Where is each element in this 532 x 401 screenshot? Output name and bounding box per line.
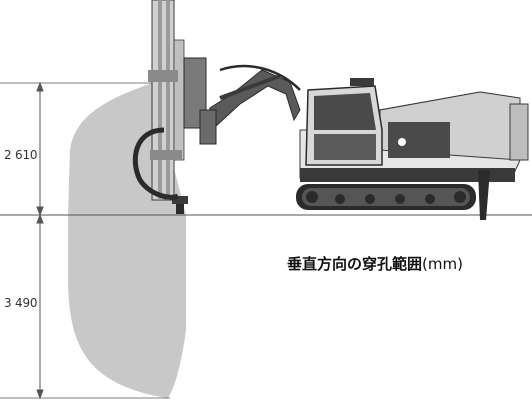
caption-text: 垂直方向の穿孔範囲 [287, 255, 423, 273]
rear-jack [478, 170, 490, 220]
mast-hose [132, 127, 180, 200]
upper-dimension-label: 2 610 [4, 148, 38, 162]
diagram-caption: 垂直方向の穿孔範囲(mm) [287, 253, 463, 274]
caption-unit: (mm) [422, 255, 463, 273]
lower-dimension-line [36, 213, 44, 400]
lower-dimension-label: 3 490 [4, 296, 38, 310]
upper-dimension-line [36, 81, 44, 217]
hydraulic-hose [219, 64, 301, 91]
brand-logo [398, 138, 406, 146]
drill-mast [148, 0, 217, 214]
crawler-track [296, 184, 476, 210]
drill-rig [132, 0, 529, 220]
